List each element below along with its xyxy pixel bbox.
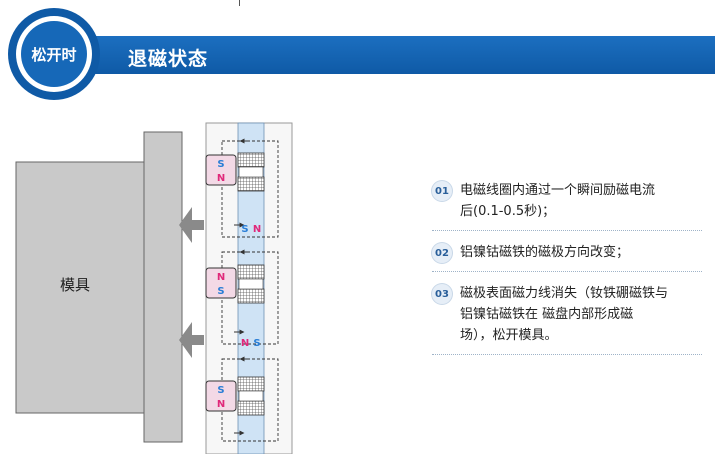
page-title: 退磁状态	[128, 48, 209, 70]
step-text-line: 磁极表面磁力线消失（钕铁硼磁铁与	[460, 286, 669, 301]
step-item: 01 电磁线圈内通过一个瞬间励磁电流 后(0.1-0.5秒)；	[432, 180, 702, 232]
header-bar	[60, 36, 715, 74]
step-number: 01	[432, 181, 452, 201]
magnetic-chuck	[205, 122, 293, 454]
mold-label: 模具	[60, 276, 90, 294]
step-number: 02	[432, 243, 452, 263]
step-number: 03	[432, 284, 452, 304]
release-arrow-2	[179, 322, 204, 358]
step-text-line: 铝镍钴磁铁在 磁盘内部形成磁	[460, 307, 634, 322]
step-text: 电磁线圈内通过一个瞬间励磁电流 后(0.1-0.5秒)；	[460, 180, 655, 222]
mold-block	[15, 131, 183, 443]
release-arrow-1	[179, 207, 204, 243]
step-text: 铝镍钴磁铁的磁极方向改变；	[460, 242, 629, 263]
pole-center-1-left: S	[241, 224, 248, 235]
step-text-line: 后(0.1-0.5秒)；	[460, 204, 556, 219]
pole-left-1-bottom: N	[217, 173, 225, 184]
pole-left-3-bottom: N	[217, 399, 225, 410]
divider	[432, 271, 702, 273]
top-tick-mark	[239, 0, 240, 6]
badge-core	[21, 21, 87, 87]
demagnetize-diagram: 模具	[15, 122, 293, 454]
steps-list: 01 电磁线圈内通过一个瞬间励磁电流 后(0.1-0.5秒)； 02 铝镍钴磁铁…	[432, 180, 702, 366]
divider	[432, 230, 702, 232]
pole-center-2-right: S	[253, 338, 260, 349]
pole-left-2-top: N	[217, 272, 225, 283]
pole-center-1-right: N	[253, 224, 261, 235]
step-text-line: 电磁线圈内通过一个瞬间励磁电流	[460, 183, 656, 198]
step-text-line: 铝镍钴磁铁的磁极方向改变；	[460, 245, 630, 260]
pole-left-1-top: S	[217, 159, 224, 170]
step-text: 磁极表面磁力线消失（钕铁硼磁铁与 铝镍钴磁铁在 磁盘内部形成磁 场），松开模具。	[460, 283, 668, 346]
pole-left-3-top: S	[217, 385, 224, 396]
step-text-line: 场），松开模具。	[460, 328, 558, 343]
step-item: 03 磁极表面磁力线消失（钕铁硼磁铁与 铝镍钴磁铁在 磁盘内部形成磁 场），松开…	[432, 283, 702, 356]
pole-center-2-left: N	[241, 338, 249, 349]
divider	[432, 354, 702, 356]
pole-left-2-bottom: S	[217, 286, 224, 297]
step-item: 02 铝镍钴磁铁的磁极方向改变；	[432, 242, 702, 273]
badge-label: 松开时	[31, 45, 77, 64]
